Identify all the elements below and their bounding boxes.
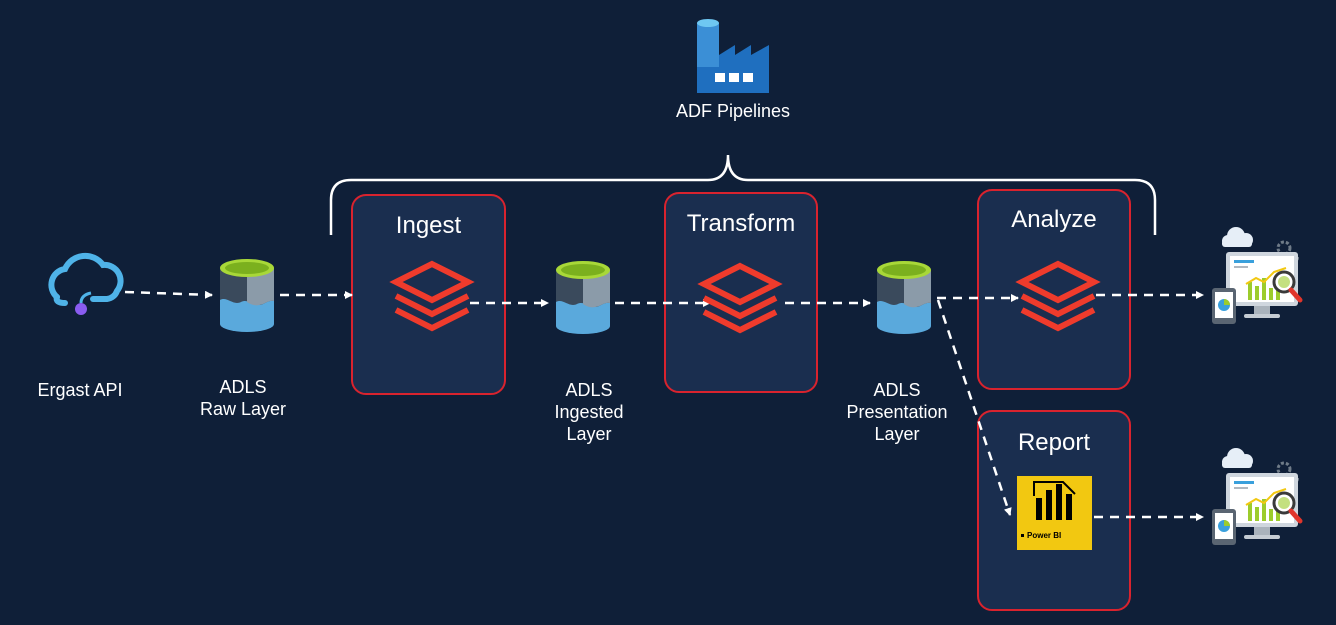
power-bi-label: Power BI (1027, 531, 1061, 540)
node-label-presentation-layer: ADLS Presentation Layer (846, 380, 948, 444)
data-factory-icon (697, 19, 769, 93)
stage-title-report: Report (1017, 429, 1091, 456)
power-bi-icon: Power BI (1017, 476, 1092, 550)
stage-box-analyze[interactable] (977, 189, 1131, 390)
dashboard-icon-analyze (1212, 227, 1300, 324)
stage-title-ingest: Ingest (395, 212, 462, 239)
adf-scope-brace (329, 154, 1157, 235)
storage-icon-presentation (877, 261, 931, 334)
adf-pipelines-label: ADF Pipelines (675, 101, 791, 121)
storage-icon-ingested (556, 261, 610, 334)
storage-icon-raw (220, 259, 274, 332)
node-label-raw-layer: ADLS Raw Layer (199, 377, 287, 419)
node-label-ingested-layer: ADLS Ingested Layer (554, 380, 624, 444)
dashboard-icon-report (1212, 448, 1300, 545)
flow-arrows (124, 290, 1204, 521)
node-label-ergast-api: Ergast API (37, 380, 123, 400)
cloud-api-icon (48, 252, 124, 315)
stage-title-transform: Transform (686, 210, 796, 237)
arrow-presentation-to-report (936, 299, 1012, 516)
stage-box-transform[interactable] (664, 192, 818, 393)
arrow-api-to-raw (124, 290, 213, 299)
stage-title-analyze: Analyze (1011, 206, 1097, 233)
